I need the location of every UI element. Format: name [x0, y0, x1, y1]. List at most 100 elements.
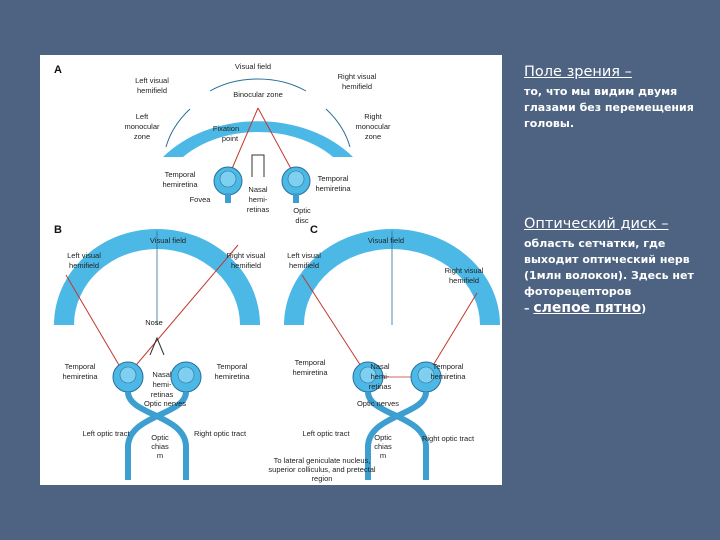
- panel-b-nasal-l3: retinas: [151, 390, 174, 399]
- panel-c-nasal-l2: hemi-: [371, 372, 390, 381]
- visual-field-heading: Поле зрения –: [524, 64, 632, 80]
- panel-c-left-lens: [359, 366, 377, 384]
- panel-b-left-tract-label: Left optic tract: [82, 429, 130, 438]
- panel-a-right-monocular-l1: Right: [364, 112, 382, 121]
- panel-a-right-lens: [287, 170, 305, 188]
- panel-a-right-hemifield-l1: Right visual: [338, 72, 377, 81]
- panel-a-binocular-zone-label: Binocular zone: [233, 90, 283, 99]
- panel-a-right-mono-bracket: [325, 108, 351, 148]
- panel-c-caption-l1: To lateral geniculate nucleus,: [274, 456, 371, 465]
- panel-a-optic-disc-l1: Optic: [293, 206, 311, 215]
- panel-a-left-mono-bracket: [165, 108, 191, 148]
- panel-c-ray: [425, 292, 478, 378]
- panel-c: C Visual field Left visual hemifield Rig…: [268, 224, 500, 483]
- panel-b-letter: B: [54, 224, 62, 236]
- panel-b-temporal-left-l1: Temporal: [65, 362, 96, 371]
- panel-b-right-lens: [177, 366, 195, 384]
- panel-b-visual-field-label: Visual field: [150, 236, 186, 245]
- panel-a-visual-field-label: Visual field: [235, 62, 271, 71]
- panel-a-temporal-right-l2: hemiretina: [315, 184, 351, 193]
- panel-c-field-arc: [284, 229, 500, 325]
- panel-b-left-hemifield-l1: Left visual: [67, 251, 101, 260]
- panel-c-right-hemifield-l1: Right visual: [445, 266, 484, 275]
- panel-b-right-hemifield-l1: Right visual: [227, 251, 266, 260]
- panel-b-temporal-right-l1: Temporal: [217, 362, 248, 371]
- visual-field-figure: A Visual field Left visual hemifield Rig…: [40, 55, 502, 485]
- blind-spot-term: слепое пятно: [533, 300, 642, 316]
- panel-a-optic-nerve: [225, 193, 231, 203]
- panel-a-fixation-marker: [251, 154, 265, 177]
- panel-c-left-tract-label: Left optic tract: [302, 429, 350, 438]
- panel-b-left-hemifield-l2: hemifield: [69, 261, 99, 270]
- panel-a-left-hemifield-l2: hemifield: [137, 86, 167, 95]
- panel-a-right-hemifield-l2: hemifield: [342, 82, 372, 91]
- panel-a-binocular-bracket: [209, 78, 307, 92]
- panel-c-left-hemifield-l2: hemifield: [289, 261, 319, 270]
- optic-disc-text-end: ): [641, 302, 647, 315]
- panel-a-temporal-left-l2: hemiretina: [162, 180, 198, 189]
- panel-a-left-hemifield-l1: Left visual: [135, 76, 169, 85]
- panel-a-field-arc: [163, 121, 353, 157]
- panel-c-temporal-left-l2: hemiretina: [292, 368, 328, 377]
- panel-c-temporal-left-l1: Temporal: [295, 358, 326, 367]
- panel-c-nerve-right: [365, 391, 429, 480]
- panel-b-temporal-right-l2: hemiretina: [214, 372, 250, 381]
- panel-c-chiasm-l1: Optic: [374, 433, 392, 442]
- panel-a-right-monocular-l2: monocular: [355, 122, 391, 131]
- panel-c-caption-l3: region: [312, 474, 333, 483]
- panel-b-nasal-l1: Nasal: [152, 370, 172, 379]
- figure-svg: A Visual field Left visual hemifield Rig…: [54, 62, 500, 483]
- panel-c-right-hemifield-l2: hemifield: [449, 276, 479, 285]
- panel-c-temporal-right-l2: hemiretina: [430, 372, 466, 381]
- panel-c-right-lens: [417, 366, 435, 384]
- panel-b-nerve-right: [125, 391, 189, 480]
- panel-b-chiasm-l1: Optic: [151, 433, 169, 442]
- panel-a-nasal-l2: hemi-: [249, 195, 268, 204]
- optic-disc-heading: Оптический диск –: [524, 216, 669, 232]
- panel-a-temporal-right-l1: Temporal: [318, 174, 349, 183]
- panel-a-left-monocular-l3: zone: [134, 132, 150, 141]
- panel-c-nasal-l1: Nasal: [370, 362, 390, 371]
- panel-a-left-lens: [219, 170, 237, 188]
- panel-a-left-monocular-l2: monocular: [124, 122, 160, 131]
- panel-b-right-tract-label: Right optic tract: [194, 429, 247, 438]
- optic-disc-text: область сетчатки, где выходит оптический…: [524, 236, 716, 317]
- panel-c-nerve-left: [365, 391, 429, 480]
- panel-c-left-hemifield-l1: Left visual: [287, 251, 321, 260]
- panel-b: B Visual field Left visual hemifield Rig…: [54, 224, 266, 480]
- panel-a: A Visual field Left visual hemifield Rig…: [54, 62, 391, 225]
- panel-c-right-tract-label: Right optic tract: [422, 434, 475, 443]
- panel-b-chiasm-l2: chias: [151, 442, 169, 451]
- panel-c-letter: C: [310, 224, 318, 236]
- panel-b-nasal-l2: hemi-: [153, 380, 172, 389]
- panel-c-visual-field-label: Visual field: [368, 236, 404, 245]
- panel-b-ray: [65, 274, 127, 378]
- panel-a-right-monocular-l3: zone: [365, 132, 381, 141]
- panel-a-ray: [257, 107, 297, 179]
- panel-a-ray: [227, 107, 259, 179]
- panel-a-optic-disc-l2: disc: [295, 216, 309, 225]
- panel-c-temporal-right-l1: Temporal: [433, 362, 464, 371]
- panel-a-fixation-l1: Fixation: [213, 124, 239, 133]
- panel-c-ray: [301, 274, 369, 378]
- visual-field-definition: Поле зрения – то, что мы видим двумя гла…: [524, 64, 716, 132]
- panel-a-fovea-label: Fovea: [190, 195, 212, 204]
- panel-a-temporal-left-l1: Temporal: [165, 170, 196, 179]
- panel-b-left-lens: [119, 366, 137, 384]
- panel-c-chiasm-l2: chias: [374, 442, 392, 451]
- panel-a-optic-nerve: [293, 193, 299, 203]
- panel-a-letter: A: [54, 64, 62, 76]
- optic-disc-definition: Оптический диск – область сетчатки, где …: [524, 216, 716, 317]
- panel-c-chiasm-l3: m: [380, 451, 386, 460]
- panel-b-nerve-left: [125, 391, 189, 480]
- panel-b-right-hemifield-l2: hemifield: [231, 261, 261, 270]
- optic-disc-text-main: область сетчатки, где выходит оптический…: [524, 237, 694, 298]
- panel-b-temporal-left-l2: hemiretina: [62, 372, 98, 381]
- panel-c-nasal-l3: retinas: [369, 382, 392, 391]
- panel-b-chiasm-l3: m: [157, 451, 163, 460]
- optic-disc-text-dash: –: [524, 302, 534, 315]
- visual-field-text: то, что мы видим двумя глазами без перем…: [524, 85, 694, 130]
- panel-b-nose-marker: [149, 336, 165, 356]
- panel-c-optic-nerves-label: Optic nerves: [357, 399, 399, 408]
